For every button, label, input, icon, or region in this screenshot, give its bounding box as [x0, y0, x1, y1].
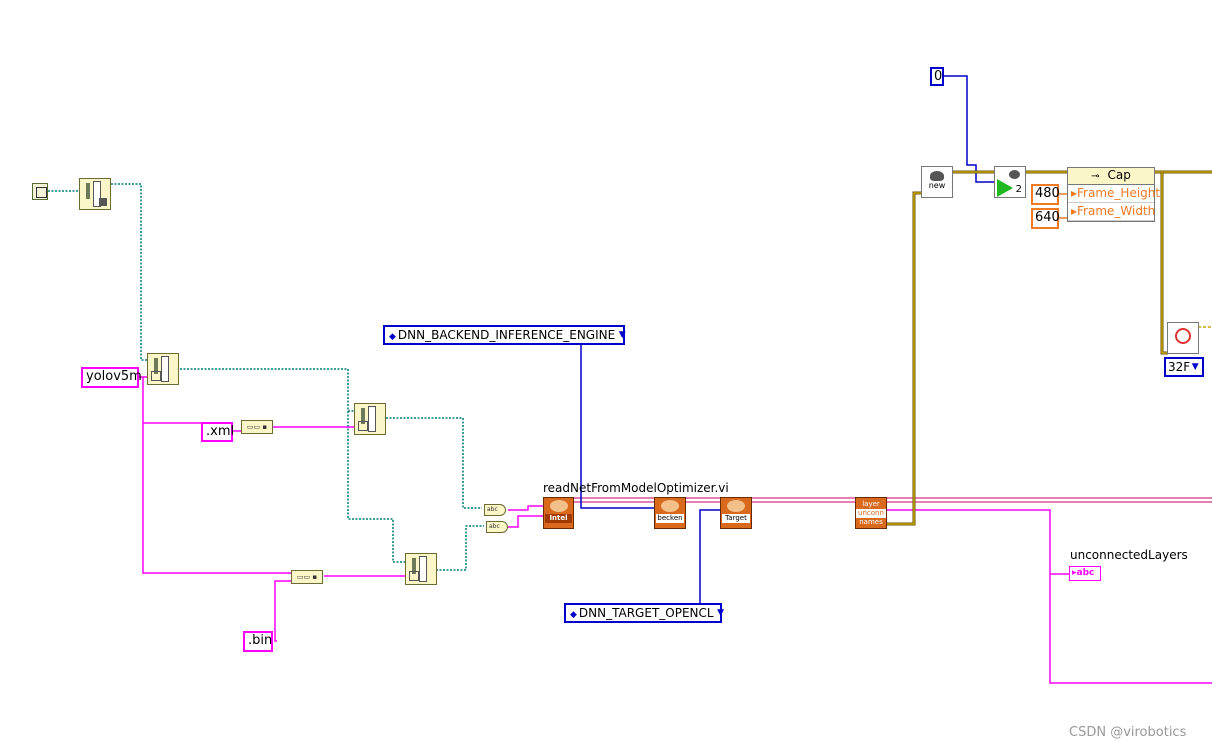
- indicator-type-label: abc: [1076, 568, 1095, 578]
- ring-selector-icon: ◆: [389, 332, 396, 342]
- open-capture-vi[interactable]: 2: [994, 166, 1026, 198]
- new-vi-label: new: [928, 181, 946, 190]
- camera-icon: [1009, 170, 1020, 179]
- camera-index-constant[interactable]: 0: [930, 67, 944, 86]
- path-wire: [111, 183, 148, 361]
- string-wire: [274, 580, 291, 642]
- build-path-vi[interactable]: [79, 178, 111, 210]
- path-to-string-node[interactable]: abc: [484, 504, 506, 516]
- backend-ring-constant[interactable]: ◆DNN_BACKEND_INFERENCE_ENGINE▼: [383, 325, 626, 345]
- frame-height-constant[interactable]: 480: [1031, 184, 1060, 205]
- xml-extension-constant[interactable]: .xml: [201, 422, 234, 442]
- backend-icon-label: becken: [656, 514, 684, 523]
- unconnected-layers-label: unconnectedLayers: [1070, 548, 1188, 562]
- target-ring-constant[interactable]: ◆DNN_TARGET_OPENCL▼: [564, 603, 724, 623]
- string-wire: [508, 505, 544, 511]
- dropdown-arrow-icon[interactable]: ▼: [717, 608, 725, 618]
- cap-row-label: Frame_Height: [1077, 186, 1161, 200]
- concat-strings-node[interactable]: ▭▭ ▪: [291, 570, 323, 584]
- dropdown-arrow-icon[interactable]: ▼: [1191, 362, 1199, 372]
- opencv-icon: [661, 500, 679, 512]
- unconnected-layers-node[interactable]: layer unconn names: [855, 497, 887, 529]
- cap-property-row-frame-width[interactable]: ▸Frame_Width: [1068, 203, 1156, 221]
- string-wire: [142, 377, 291, 574]
- bin-extension-constant[interactable]: .bin: [243, 631, 273, 652]
- watermark: CSDN @virobotics: [1069, 725, 1187, 740]
- string-wire: [508, 515, 544, 528]
- build-path-vi[interactable]: [147, 353, 179, 385]
- read-net-vi-label: readNetFromModelOptimizer.vi: [543, 481, 729, 495]
- key-icon: ⊸: [1091, 171, 1100, 182]
- backend-ring-value: DNN_BACKEND_INFERENCE_ENGINE: [397, 328, 616, 342]
- depth-ring-value: 32F: [1168, 360, 1191, 374]
- dropdown-arrow-icon[interactable]: ▼: [618, 330, 626, 340]
- read-net-icon-label: Intel: [545, 514, 572, 523]
- cap-property-header: ⊸ Cap: [1068, 168, 1154, 185]
- cap-ref-wire: [886, 191, 922, 526]
- opencv-icon: [549, 500, 568, 512]
- target-icon-label: Target: [722, 514, 750, 523]
- string-wire: [886, 509, 1212, 684]
- open-capture-number: 2: [1015, 184, 1022, 195]
- opencv-icon: [727, 500, 745, 512]
- path-wire: [386, 417, 482, 509]
- enum-wire: [699, 509, 721, 603]
- indicator-arrow-icon: ▸: [1072, 568, 1077, 578]
- path-wire: [180, 368, 355, 412]
- target-ring-value: DNN_TARGET_OPENCL: [578, 606, 714, 620]
- layer-node-line3: names: [859, 518, 883, 526]
- enum-wire: [580, 345, 654, 509]
- path-wire: [436, 525, 484, 571]
- build-path-vi[interactable]: [405, 553, 437, 585]
- unconnected-layers-indicator[interactable]: ▸abc: [1069, 566, 1101, 581]
- color-circles-icon: [1175, 328, 1191, 344]
- layer-node-line2: unconn: [856, 509, 886, 518]
- build-path-vi[interactable]: [354, 403, 386, 435]
- cap-property-title: Cap: [1107, 168, 1131, 182]
- set-backend-vi[interactable]: becken: [654, 497, 686, 529]
- read-net-vi[interactable]: Intel: [543, 497, 574, 529]
- model-name-constant[interactable]: yolov5m: [81, 367, 142, 388]
- set-target-vi[interactable]: Target: [720, 497, 752, 529]
- path-to-string-node[interactable]: abc: [486, 521, 508, 533]
- layer-node-line1: layer: [862, 500, 880, 508]
- cap-property-node[interactable]: ⊸ Cap ▸Frame_Height ▸Frame_Width: [1067, 167, 1160, 222]
- path-wire: [347, 411, 406, 563]
- camera-icon: [930, 171, 944, 181]
- mat-create-vi[interactable]: [1167, 322, 1199, 354]
- cap-ref-wire: [1161, 172, 1168, 354]
- ring-selector-icon: ◆: [570, 610, 577, 620]
- depth-ring-constant[interactable]: 32F▼: [1164, 357, 1204, 377]
- path-constant[interactable]: [32, 183, 48, 200]
- cap-ref-wire: [886, 192, 922, 525]
- cap-row-label: Frame_Width: [1077, 204, 1156, 218]
- run-icon: [997, 179, 1013, 197]
- enum-wire: [943, 75, 995, 183]
- frame-width-constant[interactable]: 640: [1031, 208, 1060, 229]
- cap-property-row-frame-height[interactable]: ▸Frame_Height: [1068, 185, 1160, 203]
- concat-strings-node[interactable]: ▭▭ ▪: [241, 420, 273, 434]
- video-capture-new-vi[interactable]: new: [921, 166, 953, 198]
- folder-icon: [36, 187, 47, 198]
